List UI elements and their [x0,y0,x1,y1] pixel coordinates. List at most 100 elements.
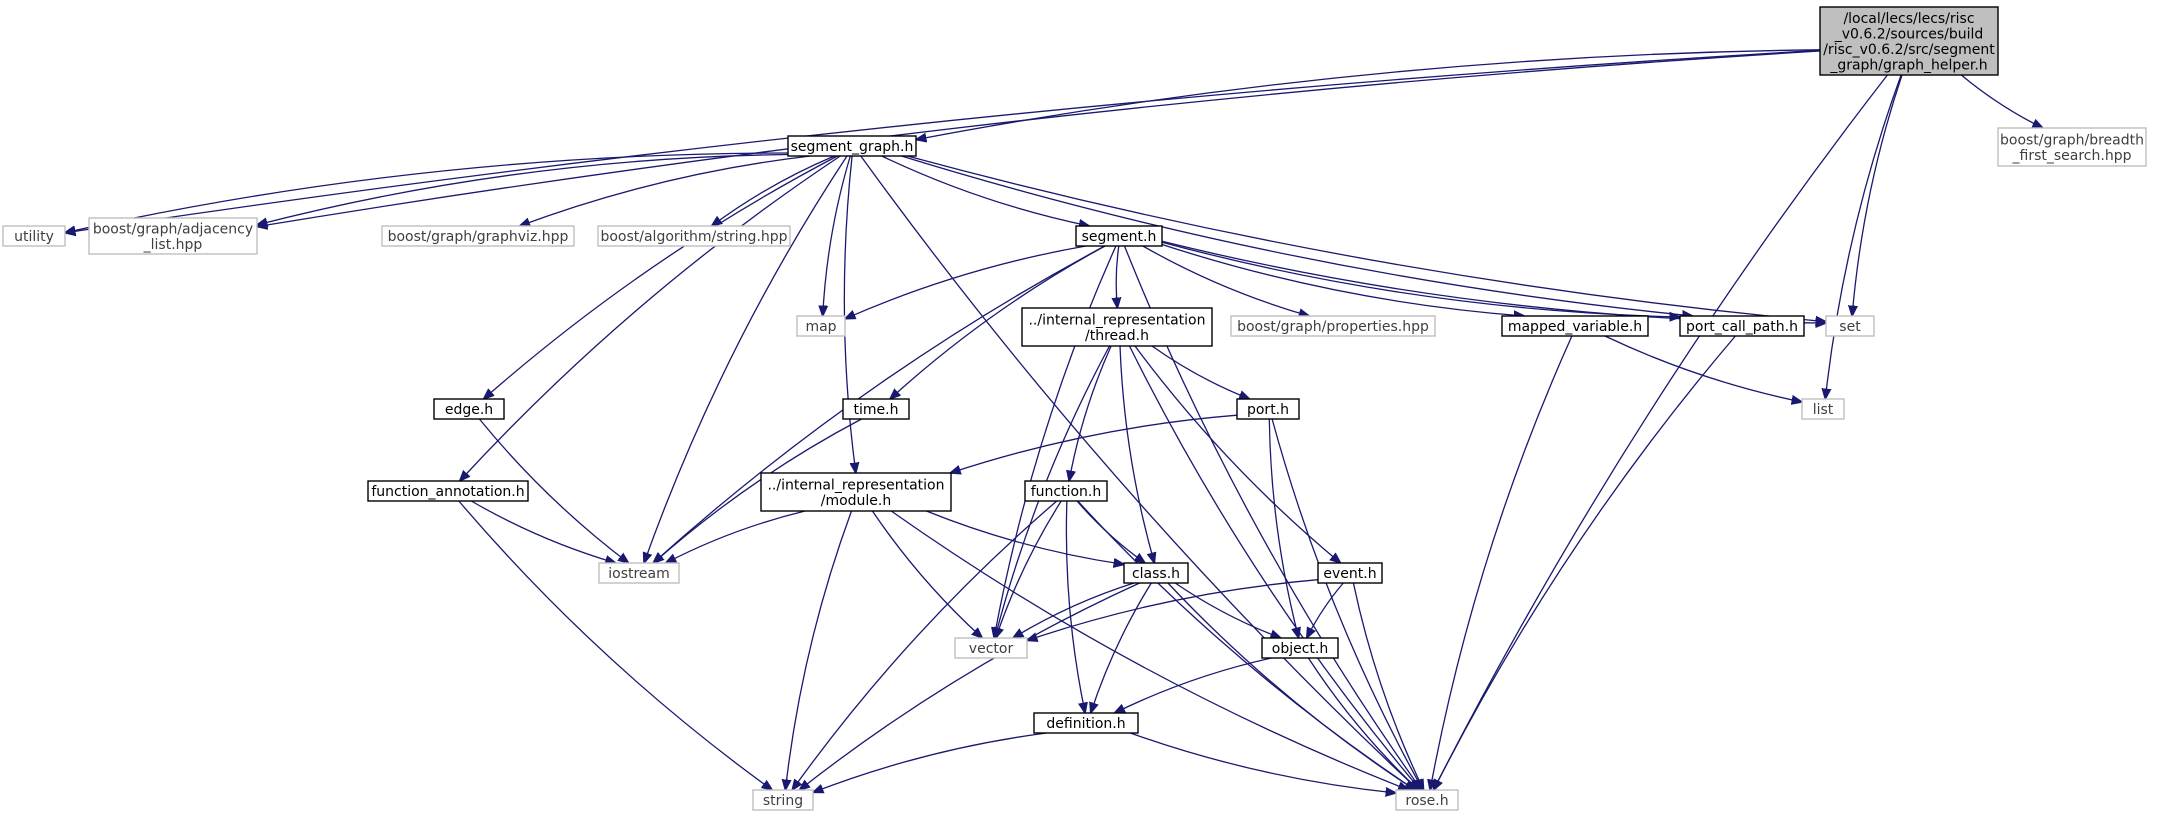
node-breadth_first-label: boost/graph/breadth [2000,132,2144,148]
edge-segment_graph-to-set [907,155,1826,322]
node-root-label: _graph/graph_helper.h [1829,57,1987,73]
node-mapped_variable-label: mapped_variable.h [1508,319,1642,335]
node-breadth_first-box [1997,127,2147,167]
node-root[interactable]: /local/lecs/lecs/risc_v0.6.2/sources/bui… [1819,6,1999,76]
edge-function_annotation-to-iostream [470,500,615,563]
node-mapped_variable[interactable]: mapped_variable.h [1501,315,1649,337]
edge-object-to-rose [1307,657,1418,790]
node-module-label: /module.h [821,493,892,509]
node-algorithm_string-label: boost/algorithm/string.hpp [600,229,787,245]
node-edge[interactable]: edge.h [433,398,505,420]
node-properties: boost/graph/properties.hpp [1230,315,1436,337]
node-time[interactable]: time.h [842,398,910,420]
edge-thread-to-rose [1128,345,1421,790]
edge-thread-to-port [1151,345,1250,399]
edge-event-to-rose [1352,582,1423,790]
edge-root-to-utility [65,49,1821,233]
edge-port_call_path-to-rose [1434,335,1736,790]
node-mapped_variable-box [1501,315,1649,337]
node-thread-label: /thread.h [1085,328,1149,344]
edge-segment_graph-to-port_call_path [901,155,1692,316]
node-vector-box [954,637,1028,659]
node-module-label: ../internal_representation [767,477,944,493]
node-class-box [1123,562,1189,584]
edge-segment_graph-to-iostream [644,155,848,563]
node-iostream-label: iostream [608,566,670,582]
edge-definition-to-string [813,732,1047,792]
node-adjacency_list-label: boost/graph/adjacency [93,221,253,237]
edge-segment_graph-to-function_annotation [460,155,841,481]
node-port-label: port.h [1247,402,1289,418]
node-module[interactable]: ../internal_representation/module.h [760,472,952,512]
edge-port-to-object [1268,418,1298,638]
edge-class-to-definition [1091,582,1152,713]
edges-layer [65,49,2043,793]
node-rose: rose.h [1395,789,1459,811]
node-event[interactable]: event.h [1317,562,1383,584]
node-utility-box [2,225,66,247]
edge-module-to-class [926,510,1124,564]
edge-segment-to-map [845,245,1087,319]
edge-module-to-rose [890,510,1408,790]
node-set: set [1825,315,1875,337]
node-rose-label: rose.h [1405,793,1448,809]
edge-segment_graph-to-edge [484,155,838,399]
edge-module-to-vector [871,510,982,638]
node-function-label: function.h [1031,484,1102,500]
node-port[interactable]: port.h [1236,398,1300,420]
edge-module-to-iostream [666,510,806,563]
node-definition[interactable]: definition.h [1033,712,1139,734]
edge-root-to-set [1852,74,1903,316]
nodes-layer: /local/lecs/lecs/risc_v0.6.2/sources/bui… [2,6,2147,811]
node-object[interactable]: object.h [1261,637,1339,659]
node-port_call_path-box [1679,315,1805,337]
node-segment_graph[interactable]: segment_graph.h [787,135,917,157]
edge-time-to-iostream [654,418,862,563]
node-utility: utility [2,225,66,247]
edge-thread-to-class [1119,345,1154,563]
node-algorithm_string-box [597,225,791,247]
node-segment[interactable]: segment.h [1075,225,1163,247]
node-function[interactable]: function.h [1024,480,1108,502]
node-port-box [1236,398,1300,420]
node-time-label: time.h [854,402,899,418]
edge-function-to-string [792,500,1058,790]
node-function_annotation[interactable]: function_annotation.h [367,480,529,502]
edge-segment_graph-to-graphviz [520,155,811,226]
node-adjacency_list-box [88,217,258,255]
node-root-box [1819,6,1999,76]
edge-event-to-vector [1027,579,1319,641]
node-list: list [1801,398,1845,420]
node-segment-label: segment.h [1082,229,1157,245]
node-module-box [760,472,952,512]
edge-port-to-rose [1271,418,1423,790]
node-thread-box [1021,307,1213,347]
node-object-label: object.h [1272,641,1328,657]
edge-segment-to-iostream [653,245,1106,563]
node-thread[interactable]: ../internal_representation/thread.h [1021,307,1213,347]
node-function_annotation-box [367,480,529,502]
edge-segment-to-thread [1116,245,1119,308]
node-segment_graph-label: segment_graph.h [791,139,914,155]
node-port_call_path[interactable]: port_call_path.h [1679,315,1805,337]
edge-thread-to-function [1069,345,1112,481]
node-event-box [1317,562,1383,584]
node-map-label: map [805,319,836,335]
node-graphviz-label: boost/graph/graphviz.hpp [388,229,569,245]
node-edge-box [433,398,505,420]
edge-root-to-adjacency_list [257,50,1821,227]
node-string-label: string [763,793,803,809]
node-set-box [1825,315,1875,337]
edge-segment_graph-to-rose [860,155,1418,790]
edge-definition-to-rose [1130,732,1396,793]
node-segment-box [1075,225,1163,247]
node-algorithm_string: boost/algorithm/string.hpp [597,225,791,247]
node-properties-box [1230,315,1436,337]
node-class[interactable]: class.h [1123,562,1189,584]
edge-root-to-rose [1433,74,1888,790]
edge-root-to-list [1825,74,1902,399]
node-graphviz: boost/graph/graphviz.hpp [381,225,575,247]
node-event-label: event.h [1323,566,1376,582]
node-segment_graph-box [787,135,917,157]
